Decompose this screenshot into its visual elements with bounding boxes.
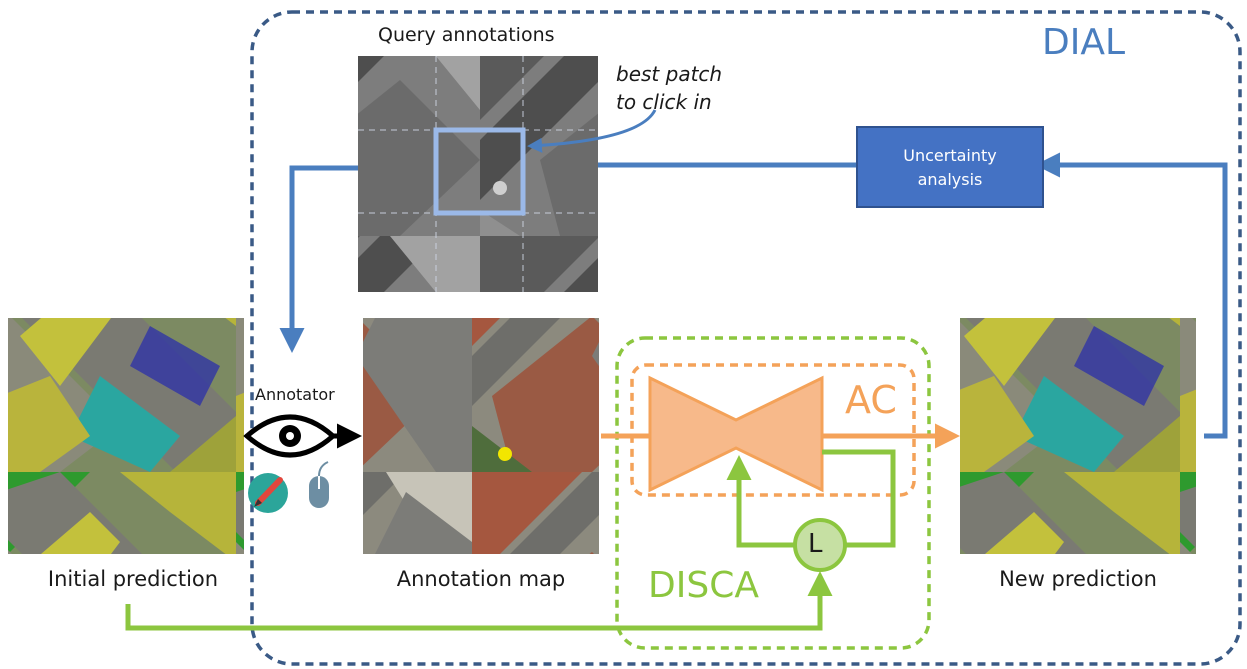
loss-node (793, 518, 847, 572)
initial-prediction-image (8, 318, 244, 554)
initial-prediction-to-loss-arrow (125, 571, 833, 631)
annotation-dot (498, 447, 512, 461)
feedback-arrow-to-uncertainty (1035, 152, 1228, 439)
pencil-icon (248, 473, 288, 513)
loss-to-network-arrow (726, 455, 795, 548)
uncertainty-label-line1: Uncertainty (903, 146, 997, 165)
best-patch-note-line1: best patch (616, 62, 723, 86)
annotation-map-image (363, 318, 599, 554)
annotator-label: Annotator (255, 385, 335, 404)
uncertainty-box (856, 126, 1044, 208)
uncertainty-label-line2: analysis (917, 170, 983, 189)
mouse-icon (309, 461, 329, 508)
best-patch-note-line2: to click in (616, 90, 712, 114)
ac-label: AC (845, 378, 897, 422)
ac-box (630, 363, 916, 497)
annotation-map-label: Annotation map (396, 567, 566, 591)
best-patch-box (433, 127, 526, 216)
query-annotations-title: Query annotations (378, 24, 555, 46)
query-to-annotator-arrow (279, 165, 358, 353)
dial-label: DIAL (1042, 22, 1126, 63)
new-prediction-label: New prediction (999, 567, 1157, 591)
output-to-loss-line (822, 449, 896, 548)
loss-label: L (808, 529, 823, 559)
new-prediction-image (960, 318, 1196, 554)
disca-box (615, 336, 931, 650)
best-patch-pointer-arrow (527, 109, 657, 153)
eye-icon (243, 414, 337, 458)
initial-prediction-label: Initial prediction (47, 567, 219, 591)
hourglass-network (648, 375, 824, 493)
disca-label: DISCA (648, 565, 759, 606)
query-image (358, 56, 598, 292)
query-grid (358, 56, 598, 292)
dial-frame (250, 10, 1242, 666)
query-click-dot (493, 181, 507, 195)
